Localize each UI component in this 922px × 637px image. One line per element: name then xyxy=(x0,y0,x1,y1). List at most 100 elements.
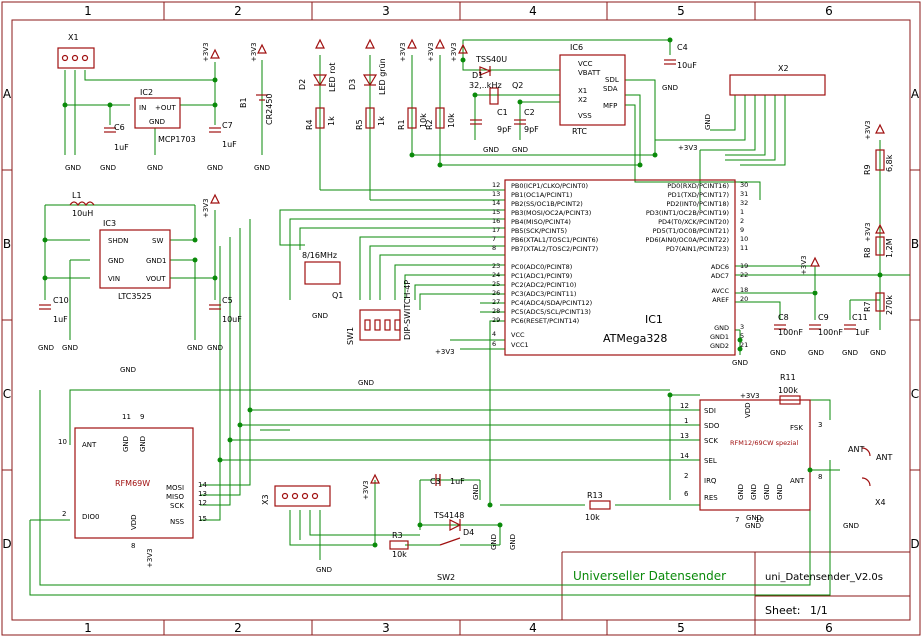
ic1-pin-label: PB5(SCK/PCINT5) xyxy=(511,227,567,235)
rfm69w-pin-gnd: GND xyxy=(139,436,147,452)
supply-3v3-label: +3V3 xyxy=(435,348,455,356)
row-label: A xyxy=(3,87,12,101)
rfm69w-pinnum: 15 xyxy=(198,515,207,523)
r13-value: 10k xyxy=(585,513,600,522)
row-label: D xyxy=(2,537,11,551)
supply-labels: +3V3 +3V3 +3V3 +3V3 +3V3 +3V3 +3V3 +3V3 … xyxy=(38,42,886,574)
r4-name: R4 xyxy=(305,119,314,130)
ic1-pin-number: 6 xyxy=(492,340,496,348)
supply-3v3-label: +3V3 xyxy=(740,392,760,400)
x3-label: X3 xyxy=(261,494,270,505)
ic1-pin-label: PC0(ADC0/PCINT8) xyxy=(511,263,572,271)
ic2-value: MCP1703 xyxy=(158,135,196,144)
supply-3v3-label: +3V3 xyxy=(202,198,210,218)
supply-3v3-label: +3V3 xyxy=(362,480,370,500)
ic1-pin-label: PD1(TXD/PCINT17) xyxy=(668,191,729,199)
ic1-pin-number: 20 xyxy=(740,295,748,303)
junctions xyxy=(42,37,883,548)
column-label: 6 xyxy=(825,4,833,18)
gnd-label: GND xyxy=(62,344,78,352)
ic1-pin-label: PD7(AIN1/PCINT23) xyxy=(666,245,729,253)
c1-value: 9pF xyxy=(497,125,512,134)
ic1-pin-number: 25 xyxy=(492,280,500,288)
ic1-pin-number: 24 xyxy=(492,271,500,279)
rfm69w-pin-nss: NSS xyxy=(170,518,185,526)
gnd-label: GND xyxy=(745,522,761,530)
rfm12-gnd-label: GND xyxy=(750,484,758,500)
column-label: 1 xyxy=(84,4,92,18)
ic1-pin-label: PC4(ADC4/SDA/PCINT12) xyxy=(511,299,592,307)
column-label: 5 xyxy=(677,4,685,18)
ic3-pin-gnd1: GND1 xyxy=(146,257,167,265)
ic1-pin-label: PD2(INT0/PCINT18) xyxy=(666,200,729,208)
frame-column-labels: 1 2 3 4 5 6 1 2 3 4 5 6 xyxy=(84,4,833,635)
ic1-pin-number: 13 xyxy=(492,190,500,198)
rfm12-pinnum: 7 xyxy=(735,516,739,524)
ic6-pin-vbatt: VBATT xyxy=(578,69,601,77)
ic1-pin-number: 18 xyxy=(740,286,748,294)
x1-label: X1 xyxy=(68,33,79,42)
c9-value: 100nF xyxy=(818,328,843,337)
r4-value: 1k xyxy=(327,116,336,126)
r9-name: R9 xyxy=(863,164,872,175)
gnd-label: GND xyxy=(770,349,786,357)
rfm12-pinnum: 6 xyxy=(684,490,689,498)
ic1-pin-number: 29 xyxy=(492,316,500,324)
supply-3v3-label: +3V3 xyxy=(864,222,872,242)
gnd-label: GND xyxy=(490,534,498,550)
ic1-pin-number: 2 xyxy=(740,217,744,225)
r11-name: R11 xyxy=(780,373,796,382)
column-label: 2 xyxy=(234,4,242,18)
ic1-pin-label: PB7(XTAL2/TOSC2/PCINT7) xyxy=(511,245,598,253)
ic6-pin-x1: X1 xyxy=(578,87,587,95)
ic1-pin-label: AVCC xyxy=(711,287,729,295)
column-label: 5 xyxy=(677,621,685,635)
rfm12-pinnum: 1 xyxy=(684,417,688,425)
rfm69w-pinnum: 9 xyxy=(140,413,144,421)
r11-value: 100k xyxy=(778,386,798,395)
rfm12-gnd-label: GND xyxy=(763,484,771,500)
gnd-label: GND xyxy=(842,349,858,357)
ic1-pin-label: PC3(ADC3/PCINT11) xyxy=(511,290,576,298)
r9-value: 6,8k xyxy=(885,154,894,172)
rfm12-pinnum: 14 xyxy=(680,452,689,460)
supply-3v3-label: +3V3 xyxy=(800,255,808,275)
gnd-label: GND xyxy=(147,164,163,172)
rfm69w-pin-gnd: GND xyxy=(122,436,130,452)
r3-value: 10k xyxy=(392,550,407,559)
c10-value: 1uF xyxy=(53,315,68,324)
c2-value: 9pF xyxy=(524,125,539,134)
ic1-pin-label: PC6(RESET/PCINT14) xyxy=(511,317,579,325)
r2-value: 10k xyxy=(447,113,456,128)
gnd-label: GND xyxy=(312,312,328,320)
rfm69w-pin-miso: MISO xyxy=(166,493,185,501)
d4-name: D4 xyxy=(463,528,474,537)
gnd-label: GND xyxy=(65,164,81,172)
rfm12-pin-res: RES xyxy=(704,494,718,502)
gnd-label: GND xyxy=(870,349,886,357)
file-name: uni_Datensender_V2.0s xyxy=(765,572,883,583)
gnd-label: GND xyxy=(120,366,136,374)
ic1-pin-number: 9 xyxy=(740,226,744,234)
q2-name: Q2 xyxy=(512,81,523,90)
rfm12-pin-ant: ANT xyxy=(790,477,805,485)
ic1-pin-number: 31 xyxy=(740,190,748,198)
gnd-label: GND xyxy=(843,522,859,530)
r3-name: R3 xyxy=(392,531,403,540)
r7-value: 270k xyxy=(885,295,894,315)
ic3-pin-vin: VIN xyxy=(108,275,120,283)
row-label: C xyxy=(3,387,11,401)
gnd-label: GND xyxy=(358,379,374,387)
ic1-pin-label: PB3(MOSI/OC2A/PCINT3) xyxy=(511,209,591,217)
gnd-label: GND xyxy=(316,566,332,574)
c5-value: 10uF xyxy=(222,315,242,324)
rfm12-gnd-label: GND xyxy=(737,484,745,500)
d2-name: D2 xyxy=(298,79,307,90)
row-label: B xyxy=(911,237,919,251)
sw1-name: SW1 xyxy=(346,327,355,345)
r8-name: R8 xyxy=(863,247,872,258)
ic3-pin-shdn: SHDN xyxy=(108,237,128,245)
d2-value: LED rot xyxy=(328,63,337,92)
ic1-pin-number: 10 xyxy=(740,235,748,243)
